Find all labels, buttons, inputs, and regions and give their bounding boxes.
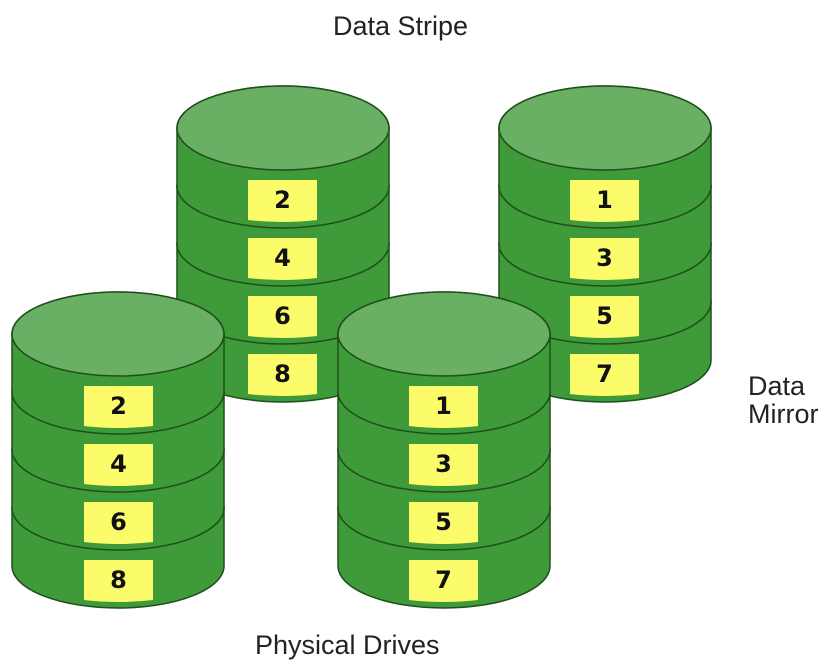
block-label: 8 [274, 360, 291, 388]
drive-top-cap [337, 291, 551, 377]
block-label: 6 [110, 508, 127, 536]
drive-front-left: 8 6 4 2 [11, 291, 225, 609]
block-label: 5 [596, 302, 613, 330]
data-mirror-label-line1: Data [748, 371, 806, 401]
block-label: 6 [274, 302, 291, 330]
drive-front-right: 7 5 3 1 [337, 291, 551, 609]
block-label: 7 [435, 566, 452, 594]
drive-back-right: 7 5 3 1 [498, 85, 712, 403]
block-label: 8 [110, 566, 127, 594]
block-label: 5 [435, 508, 452, 536]
block-label: 2 [274, 186, 291, 214]
block-label: 7 [596, 360, 613, 388]
block-label: 3 [596, 244, 613, 272]
block-label: 4 [110, 450, 127, 478]
drive-top-cap [176, 85, 390, 171]
block-label: 1 [435, 392, 452, 420]
block-label: 2 [110, 392, 127, 420]
block-label: 3 [435, 450, 452, 478]
data-stripe-label: Data Stripe [333, 11, 469, 41]
drive-top-cap [498, 85, 712, 171]
block-label: 1 [596, 186, 613, 214]
physical-drives-label: Physical Drives [255, 630, 440, 660]
data-mirror-label: Data Mirror [748, 372, 818, 429]
drive-back-left: 8 6 4 2 [176, 85, 390, 403]
data-mirror-label-line2: Mirror [748, 399, 819, 430]
drive-top-cap [11, 291, 225, 377]
block-label: 4 [274, 244, 291, 272]
